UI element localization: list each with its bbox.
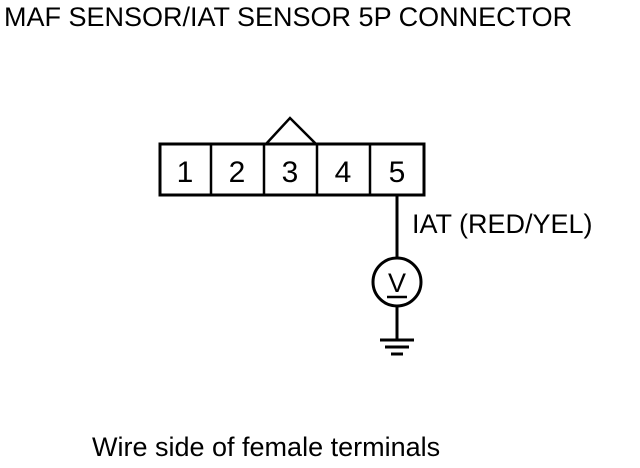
terminal-5-label: 5 — [389, 156, 406, 189]
wire-label: IAT (RED/YEL) — [412, 209, 593, 239]
voltmeter-symbol: V — [388, 268, 406, 298]
connector-body — [158, 142, 426, 197]
connector-lock-tab — [265, 116, 317, 145]
terminal-4-label: 4 — [335, 156, 352, 189]
terminal-3-label: 3 — [282, 156, 299, 189]
terminal-1-label: 1 — [177, 156, 194, 189]
diagram-title: MAF SENSOR/IAT SENSOR 5P CONNECTOR — [4, 2, 573, 32]
diagram-caption: Wire side of female terminals — [92, 432, 441, 462]
terminal-2-label: 2 — [229, 156, 246, 189]
ground-icon — [380, 338, 414, 356]
